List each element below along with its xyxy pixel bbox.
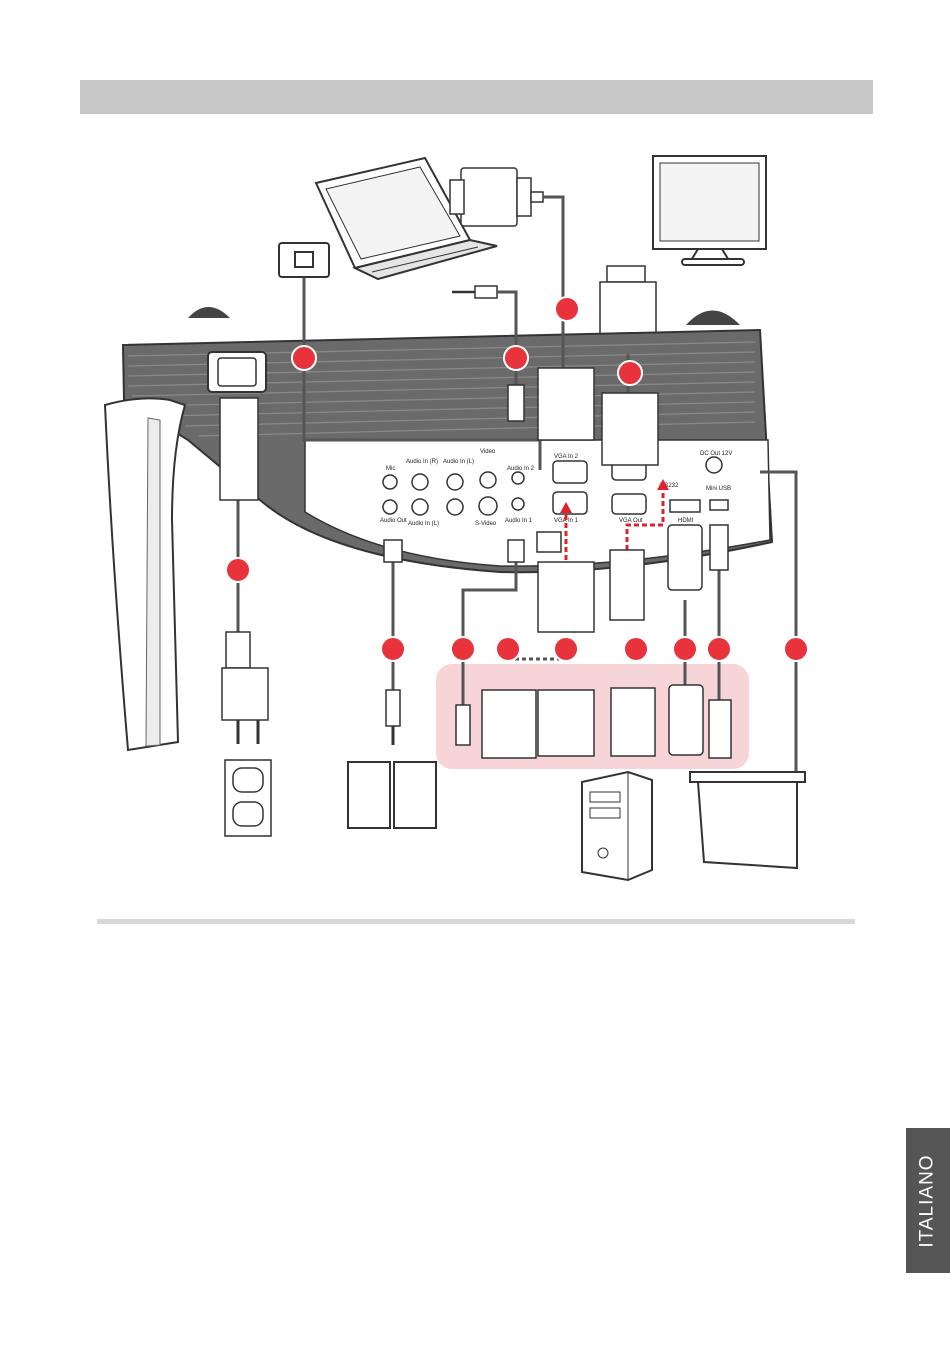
- callout-hdmi: [673, 637, 697, 661]
- callout-rs232: [624, 637, 648, 661]
- speakers-icon: [348, 762, 436, 828]
- section-divider: [97, 919, 855, 924]
- audio-plug-speakers-icon: [386, 690, 400, 745]
- network-jack-icon: [279, 243, 329, 277]
- connection-diagram: Mic Audio In (R) Audio In (L) Video Audi…: [0, 0, 950, 900]
- callout-audio-in: [504, 346, 528, 370]
- power-plug-icon: [222, 632, 268, 744]
- callout-vga-source: [554, 637, 578, 661]
- language-tab-label: ITALIANO: [917, 1154, 939, 1247]
- source-connectors: [456, 685, 731, 758]
- callout-dvi: [496, 637, 520, 661]
- port-label-audio-in-2: Audio In 2: [507, 466, 535, 472]
- port-label-audio-in-l-top: Audio In (L): [443, 459, 474, 465]
- callout-audio-out: [381, 637, 405, 661]
- callout-audio-source: [451, 637, 475, 661]
- port-label-vga-in-2: VGA In 2: [554, 454, 579, 460]
- port-label-vga-out: VGA Out: [619, 518, 643, 524]
- port-label-mini-usb: Mini USB: [706, 486, 731, 492]
- port-label-audio-in-1: Audio In 1: [505, 518, 533, 524]
- audio-plug-top-icon: [452, 286, 497, 298]
- projection-screen-icon: [690, 772, 805, 868]
- pc-tower-icon: [582, 772, 652, 880]
- port-label-hdmi: HDMI: [678, 518, 694, 524]
- callout-vga-in: [555, 297, 579, 321]
- port-label-dc-out: DC Out 12V: [700, 451, 732, 457]
- port-label-svideo: S-Video: [475, 521, 497, 527]
- port-label-audio-in-l: Audio In (L): [408, 521, 439, 527]
- callout-vga-out: [618, 361, 642, 385]
- port-label-video: Video: [480, 449, 496, 455]
- vga-connector-top-icon: [450, 168, 543, 226]
- monitor-icon: [653, 156, 766, 265]
- callout-screen: [784, 637, 808, 661]
- language-tab: ITALIANO: [906, 1128, 950, 1273]
- port-label-audio-out: Audio Out: [380, 518, 407, 524]
- callout-power: [226, 558, 250, 582]
- port-label-audio-in-r: Audio In (R): [406, 459, 438, 465]
- callout-network: [292, 346, 316, 370]
- callout-usb: [707, 637, 731, 661]
- wall-outlet-icon: [225, 760, 271, 836]
- port-label-mic: Mic: [386, 466, 395, 472]
